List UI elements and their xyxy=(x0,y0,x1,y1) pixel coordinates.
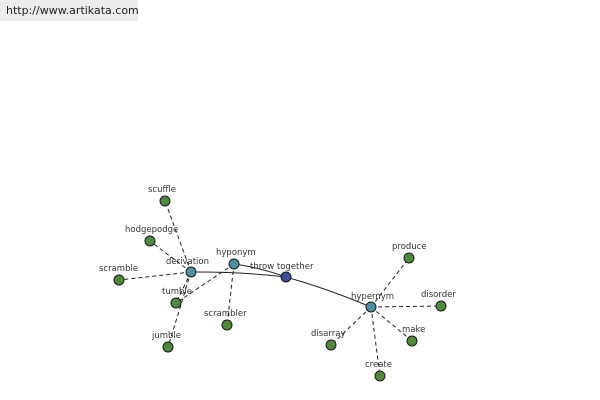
edge-derivation-to-hodgepodge xyxy=(149,240,192,273)
node-label-tumble: tumble xyxy=(162,287,192,297)
node-label-hyponym: hyponym xyxy=(216,248,256,258)
node-label-hypernym: hypernym xyxy=(351,292,394,302)
node-scuffle[interactable] xyxy=(159,195,171,207)
node-label-derivation: derivation xyxy=(166,257,209,267)
labels-layer: throw together derivation hyponym hypernym s… xyxy=(99,185,456,370)
node-disorder[interactable] xyxy=(435,300,447,312)
edge-hypernym-to-disorder xyxy=(370,305,442,308)
edge-throw-together-to-derivation xyxy=(190,271,287,278)
node-label-create: create xyxy=(365,360,392,370)
edge-hypernym-to-create xyxy=(370,306,381,377)
node-disarray[interactable] xyxy=(325,339,337,351)
edge-derivation-to-scuffle xyxy=(164,200,192,273)
edge-hyponym-to-scrambler xyxy=(226,263,235,326)
node-label-throw-together: throw together xyxy=(250,262,314,272)
node-label-scramble: scramble xyxy=(99,264,138,274)
node-label-produce: produce xyxy=(392,242,427,252)
node-label-disorder: disorder xyxy=(421,290,456,300)
node-throw-together[interactable] xyxy=(280,271,292,283)
node-make[interactable] xyxy=(406,335,418,347)
edge-derivation-to-tumble xyxy=(175,271,192,304)
node-label-make: make xyxy=(402,325,425,335)
node-hypernym[interactable] xyxy=(365,301,377,313)
edge-hyponym-to-tumble xyxy=(175,263,235,304)
node-scrambler[interactable] xyxy=(221,319,233,331)
edge-hypernym-to-produce xyxy=(370,257,410,308)
node-derivation[interactable] xyxy=(185,266,197,278)
node-hodgepodge[interactable] xyxy=(144,235,156,247)
node-label-jumble: jumble xyxy=(151,331,181,341)
edge-hypernym-to-make xyxy=(370,306,413,342)
edge-derivation-to-jumble xyxy=(167,271,192,348)
node-jumble[interactable] xyxy=(162,341,174,353)
node-label-disarray: disarray xyxy=(311,329,345,339)
node-scramble[interactable] xyxy=(113,274,125,286)
node-label-hodgepodge: hodgepodge xyxy=(125,225,178,235)
edge-throw-together-to-hypernym xyxy=(285,276,372,308)
nodes-layer xyxy=(113,195,447,382)
node-tumble[interactable] xyxy=(170,297,182,309)
node-hyponym[interactable] xyxy=(228,258,240,270)
node-produce[interactable] xyxy=(403,252,415,264)
edge-hypernym-to-disarray xyxy=(330,306,372,346)
edge-derivation-to-scramble xyxy=(118,271,192,281)
node-create[interactable] xyxy=(374,370,386,382)
artikata-link[interactable]: http://www.artikata.com xyxy=(0,0,139,21)
node-label-scuffle: scuffle xyxy=(148,185,176,195)
node-label-scrambler: scrambler xyxy=(204,309,247,319)
